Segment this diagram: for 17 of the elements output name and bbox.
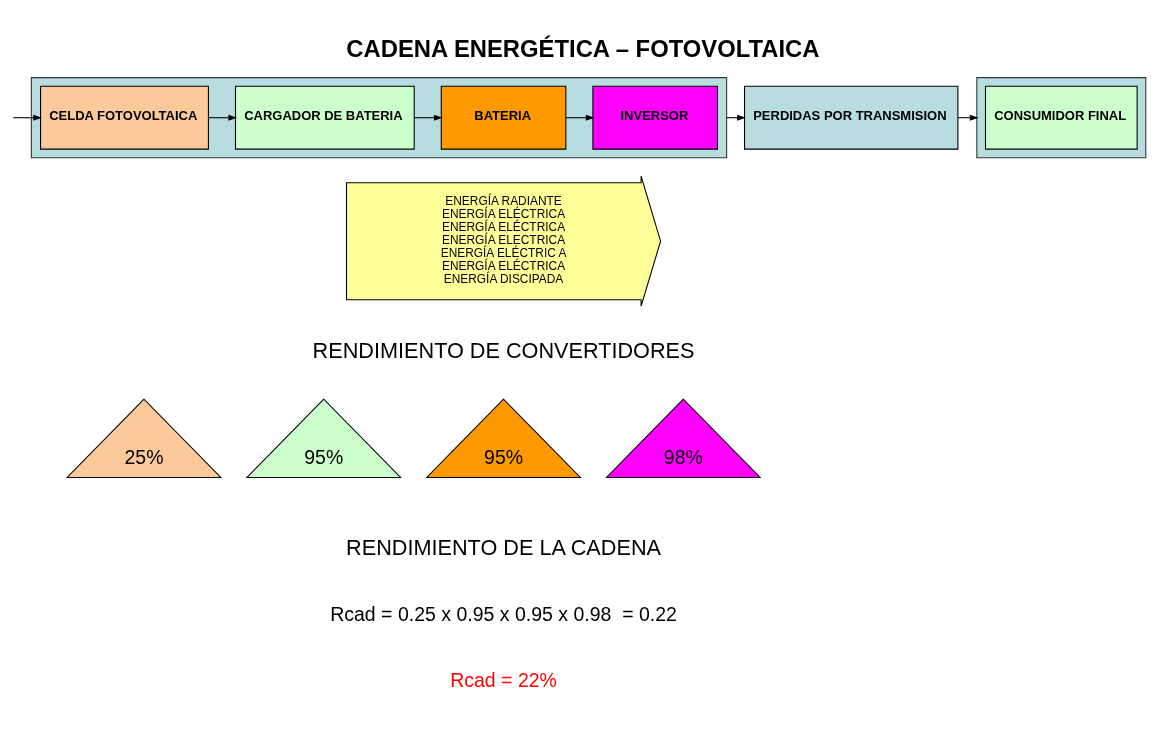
node-box: INVERSOR <box>592 85 718 150</box>
arrow <box>208 114 238 121</box>
label: RENDIMIENTO DE LA CADENA <box>346 534 661 560</box>
node-box: CARGADOR DE BATERIA <box>234 85 415 150</box>
arrow <box>565 114 595 121</box>
node-box: PERDIDAS POR TRANSMISION <box>744 85 959 150</box>
arrow <box>414 114 443 121</box>
arrow <box>12 114 42 121</box>
cluster <box>976 76 1147 158</box>
arrow <box>957 114 979 121</box>
label: Rcad = 22% <box>450 668 557 691</box>
node-box: BATERIA <box>440 85 567 150</box>
node-box: CELDA FOTOVOLTAICA <box>40 85 209 150</box>
diagram-title: CADENA ENERGÉTICA – FOTOVOLTAICA <box>346 34 820 62</box>
label: Rcad = 0.25 x 0.95 x 0.95 x 0.98 = 0.22 <box>330 602 677 625</box>
node-box: CONSUMIDOR FINAL <box>984 85 1138 150</box>
label: RENDIMIENTO DE CONVERTIDORES <box>312 337 695 363</box>
